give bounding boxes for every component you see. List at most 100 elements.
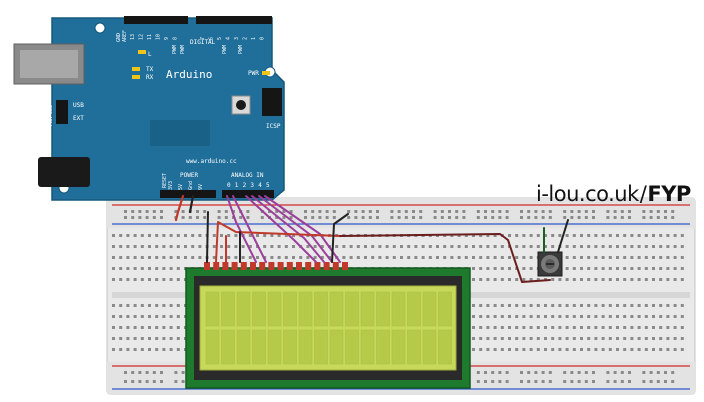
breadboard-hole (587, 304, 591, 307)
breadboard-hole (112, 337, 115, 340)
breadboard-hole (673, 278, 677, 281)
breadboard-hole (443, 245, 447, 248)
breadboard-hole (664, 371, 667, 374)
breadboard-hole (608, 315, 612, 318)
breadboard-hole (112, 278, 115, 281)
breadboard-hole (479, 234, 483, 237)
breadboard-hole (493, 326, 497, 329)
breadboard-hole (354, 216, 358, 219)
icsp-label: ICSP (266, 123, 281, 130)
arduino-url: www.arduino.cc (186, 158, 237, 165)
breadboard-hole (169, 245, 173, 248)
breadboard-hole (140, 337, 144, 340)
breadboard-hole (224, 210, 228, 213)
breadboard-hole (498, 371, 502, 374)
analog-header (222, 190, 274, 198)
breadboard-hole (472, 337, 475, 340)
lcd-pin (305, 262, 312, 270)
breadboard-hole (592, 216, 595, 219)
breadboard-hole (414, 256, 418, 259)
breadboard-hole (558, 278, 562, 281)
breadboard-hole (534, 380, 538, 383)
breadboard-hole (126, 337, 130, 340)
breadboard-hole (623, 267, 627, 270)
breadboard-hole (407, 245, 411, 248)
breadboard-hole (241, 256, 245, 259)
breadboard-hole (486, 326, 490, 329)
breadboard-hole (594, 234, 598, 237)
breadboard-hole (623, 245, 627, 248)
breadboard-hole (608, 245, 612, 248)
breadboard-hole (616, 348, 619, 351)
breadboard-hole (637, 278, 641, 281)
breadboard-hole (140, 315, 144, 318)
breadboard-hole (680, 234, 684, 237)
breadboard-hole (659, 315, 663, 318)
breadboard-hole (140, 234, 144, 237)
breadboard-hole (652, 326, 655, 329)
breadboard-hole (160, 371, 163, 374)
breadboard-hole (671, 380, 675, 383)
pin-label: 1 (251, 37, 257, 40)
breadboard-hole (580, 256, 583, 259)
breadboard-hole (220, 256, 223, 259)
breadboard-hole (551, 337, 555, 340)
breadboard-hole (680, 337, 684, 340)
breadboard-hole (464, 245, 468, 248)
digital-label: DIGITAL (190, 39, 216, 46)
breadboard-hole (522, 267, 526, 270)
breadboard-hole (484, 216, 487, 219)
breadboard-hole (652, 267, 655, 270)
breadboard-hole (162, 304, 166, 307)
breadboard-hole (536, 278, 540, 281)
pin-label: PWM (180, 45, 186, 54)
analog-label: ANALOG IN (231, 172, 264, 179)
breadboard-hole (220, 245, 223, 248)
lcd-module (185, 262, 471, 389)
breadboard-hole (637, 326, 641, 329)
breadboard-hole (148, 245, 151, 248)
breadboard-hole (577, 210, 581, 213)
breadboard-hole (277, 234, 281, 237)
breadboard-hole (155, 304, 159, 307)
breadboard-hole (119, 304, 123, 307)
breadboard-hole (347, 210, 351, 213)
breadboard-hole (455, 216, 459, 219)
breadboard-hole (479, 337, 483, 340)
wire-a1 (232, 195, 267, 263)
breadboard-hole (508, 278, 511, 281)
breadboard-hole (656, 216, 660, 219)
aref-label: AREF (122, 30, 128, 42)
breadboard-hole (472, 326, 475, 329)
breadboard-hole (565, 278, 569, 281)
breadboard-hole (124, 380, 127, 383)
breadboard-hole (580, 245, 583, 248)
breadboard-hole (256, 256, 259, 259)
breadboard-hole (644, 326, 648, 329)
breadboard-hole (472, 245, 475, 248)
breadboard-hole (534, 371, 538, 374)
breadboard-hole (551, 304, 555, 307)
breadboard-hole (198, 234, 202, 237)
breadboard-hole (112, 315, 115, 318)
reset-label: RESET (162, 173, 168, 188)
pin-label: 8 (173, 37, 179, 40)
breadboard-hole (126, 267, 130, 270)
breadboard-hole (505, 210, 509, 213)
breadboard-hole (608, 278, 612, 281)
breadboard-hole (680, 315, 684, 318)
breadboard-hole (630, 337, 634, 340)
breadboard-hole (155, 267, 159, 270)
pwr-label: PWR (248, 70, 259, 77)
breadboard-hole (666, 256, 670, 259)
breadboard-hole (616, 234, 619, 237)
pin-label: 9V (198, 184, 204, 190)
breadboard-hole (656, 210, 660, 213)
breadboard-hole (419, 210, 423, 213)
breadboard-hole (515, 337, 519, 340)
breadboard-hole (642, 210, 646, 213)
wire-a2 (245, 195, 317, 263)
breadboard-hole (608, 267, 612, 270)
breadboard-hole (174, 371, 178, 374)
